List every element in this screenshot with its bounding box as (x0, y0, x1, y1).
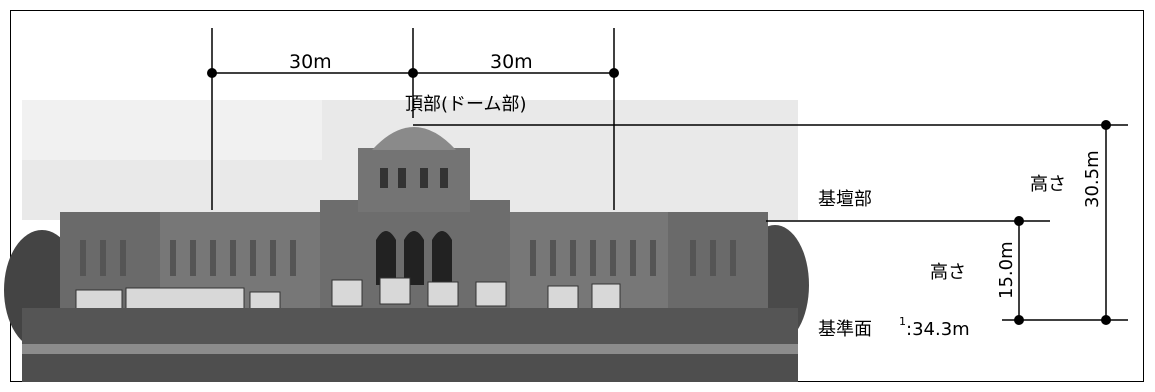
base-podium-label: 基壇部 (818, 189, 872, 210)
dimension-dot (609, 68, 619, 78)
photo-arch (376, 231, 396, 285)
datum-footnote-marker: 1 (899, 315, 906, 328)
height-value-base: 15.0m (996, 241, 1017, 299)
photo-hedge (22, 308, 798, 344)
photo-right-pavilion (668, 212, 768, 310)
datum-value: :34.3m (906, 319, 970, 340)
height-text-base: 高さ (930, 262, 966, 283)
building-photo (4, 100, 809, 382)
photo-tower-window (440, 168, 448, 188)
spacing-label-left: 30m (289, 51, 332, 73)
dimension-dot (408, 68, 418, 78)
photo-buses (75, 277, 621, 311)
dimension-dots (207, 68, 1111, 325)
dimension-dot (1014, 315, 1024, 325)
photo-lawn (22, 354, 798, 382)
photo-arch (432, 231, 452, 285)
dimension-dot (1101, 120, 1111, 130)
datum-label: 基準面 (818, 319, 872, 340)
photo-tower-window (380, 168, 388, 188)
photo-sky-light (22, 100, 322, 160)
photo-wing-windows (80, 240, 736, 276)
photo-arch (404, 231, 424, 285)
dimension-lines (211, 28, 1128, 321)
dimension-dot (1101, 315, 1111, 325)
photo-tower-window (398, 168, 406, 188)
height-value-total: 30.5m (1082, 150, 1103, 208)
dimension-dot (1014, 216, 1024, 226)
photo-tower-window (420, 168, 428, 188)
height-text-total: 高さ (1030, 174, 1066, 195)
dimension-dot (207, 68, 217, 78)
photo-path (22, 344, 798, 354)
spacing-label-right: 30m (490, 51, 533, 73)
photo-tower (358, 148, 470, 212)
top-dome-label: 頂部(ドーム部) (405, 94, 527, 115)
photo-dome (372, 127, 456, 150)
